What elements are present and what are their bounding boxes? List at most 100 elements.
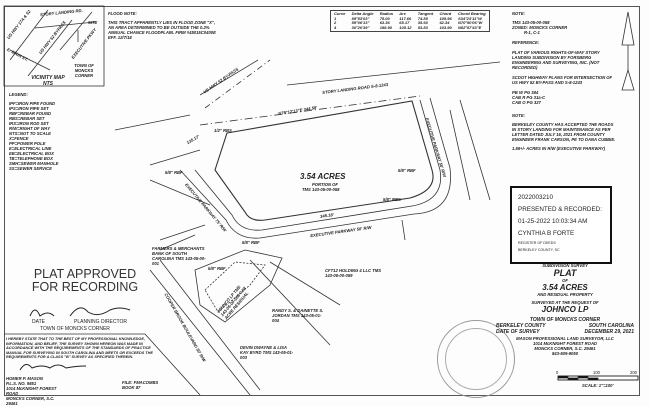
legend-item: IPS=IRON PIPE SET bbox=[9, 106, 49, 111]
recording-number: 2022003210 bbox=[518, 194, 554, 201]
reference-item: SCDOT HIGHWAY PLANS FOR INTERSECTION OF … bbox=[512, 75, 613, 85]
vicinity-title-text: VICINITY MAP bbox=[31, 75, 65, 81]
curve-table-cell: 35.60 bbox=[417, 20, 428, 25]
flood-note: FLOOD NOTE: THIS TRACT APPARENTLY LIES I… bbox=[108, 11, 218, 40]
tract-portion: PORTION OF bbox=[312, 182, 338, 187]
legend-item: IRS=IRON ROD SET bbox=[9, 121, 49, 126]
approval-line1: PLAT APPROVED bbox=[33, 267, 137, 281]
county-state-row: BERKELEY COUNTY SOUTH CAROLINA bbox=[490, 323, 640, 329]
reference-book: CAB O PG 327 bbox=[512, 100, 541, 105]
approval-town: TOWN OF MONCKS CORNER bbox=[40, 326, 110, 332]
firm-address1: 1014 McKNIGHT FOREST ROAD bbox=[533, 341, 597, 346]
plat-approved-stamp: PLAT APPROVED FOR RECORDING bbox=[30, 268, 140, 294]
reference-item: PLAT OF VARIOUS RIGHTS-OF-WAY STORY LAND… bbox=[512, 50, 600, 70]
vicinity-scale-text: NTS bbox=[43, 81, 53, 87]
curve-table-cell: 62.34 bbox=[439, 20, 450, 25]
note-tms: TMS 143-05-00-058 bbox=[512, 20, 550, 25]
certification-text: I HEREBY STATE THAT TO THE BEST OF MY PR… bbox=[6, 337, 153, 360]
owner-label: FARMERS & MERCHANTS BANK OF SOUTH CAROLI… bbox=[152, 246, 206, 266]
approval-line2: FOR RECORDING bbox=[31, 280, 139, 294]
survey-type: SUBDIVISION SURVEY bbox=[542, 263, 588, 268]
surveyor-block: HOMER P. MASON P.L.S. NO. 9851 1014 McKN… bbox=[6, 376, 66, 406]
recording-stamp: 2022003210 PRESENTED & RECORDED: 01-25-2… bbox=[510, 186, 612, 264]
vicinity-map-frame bbox=[3, 5, 105, 87]
marker-label: 5/8" RBS bbox=[383, 197, 401, 202]
scale-tick: 0 bbox=[556, 370, 559, 375]
curve-table-header: Arc bbox=[399, 11, 406, 16]
tract-tms: TMS 143-05-00-058 bbox=[302, 187, 340, 192]
flood-note-text: THIS TRACT APPARENTLY LIES IN FLOOD ZONE… bbox=[108, 20, 216, 40]
client-name: JOHNCO LP bbox=[541, 305, 589, 314]
reference-book: CAB R PG 31a-C bbox=[512, 95, 546, 100]
legend-title: LEGEND: bbox=[9, 92, 28, 97]
title-state: SOUTH CAROLINA bbox=[588, 323, 634, 329]
survey-date: DECEMBER 29, 2021 bbox=[584, 329, 634, 335]
legend-item: TB=TELEPHONE BOX bbox=[9, 156, 53, 161]
file-block: FILE: FMACOMBS BOOK 87 bbox=[122, 380, 158, 390]
scale-tick: 200 bbox=[630, 370, 637, 375]
plat-acres: 3.54 ACRES bbox=[542, 283, 588, 292]
plat-sheet-border bbox=[4, 6, 640, 396]
file-name: FILE: FMACOMBS bbox=[122, 380, 159, 385]
flood-note-title: FLOOD NOTE: bbox=[108, 11, 137, 16]
owner-label: CFT12 HOLDING 4 LLC TMS 143-05-00-059 bbox=[325, 268, 382, 278]
legend-item: RBS=REBAR SET bbox=[9, 116, 45, 121]
curve-table-cell: 198.90 bbox=[379, 24, 392, 30]
plat-title: PLAT bbox=[553, 268, 577, 278]
curve-table-cell: N70°50'06"W bbox=[457, 20, 483, 25]
recording-county: BERKELEY COUNTY, SC bbox=[518, 248, 560, 252]
surveyor-seal-inner bbox=[445, 328, 507, 390]
legend-item: EB=ELECTRICAL BOX bbox=[9, 151, 54, 156]
plat-residual: AND RESIDUAL PROPERTY bbox=[537, 292, 593, 297]
curve-table-cell: 103.90 bbox=[439, 24, 452, 30]
curve-table-cell: 59°06'13" bbox=[351, 20, 370, 25]
curve-table-cell: 65.17 bbox=[399, 20, 410, 25]
owner-label: RANDY S. & DAINETTE S. JORDAN TMS 143-05… bbox=[272, 308, 324, 323]
curve-table-cell: 2 bbox=[334, 20, 337, 25]
scale-tick: 100 bbox=[593, 370, 600, 375]
curve-table-cell: 105.96 bbox=[439, 15, 452, 21]
note-zoning: R-1, C-1 bbox=[524, 30, 540, 35]
legend-item: PP=POWER POLE bbox=[9, 141, 46, 146]
surveyor-address2: MONCKS CORNER, S.C. 29461 bbox=[6, 396, 55, 406]
note-zoned: ZONED: MONCKS CORNER bbox=[512, 25, 568, 30]
marker-label: 5/8" RBF bbox=[398, 168, 416, 173]
curve-table-header: Tangent bbox=[417, 11, 434, 16]
curve-table-cell: 63.36 bbox=[379, 20, 390, 25]
vicinity-map-lines bbox=[9, 9, 96, 77]
note2-title: NOTE: bbox=[512, 113, 526, 118]
vicinity-town-label: TOWN OF MONCKS CORNER bbox=[74, 63, 94, 78]
tract-area: 3.54 ACRES bbox=[300, 172, 346, 181]
recording-register: CYNTHIA B FORTE bbox=[518, 230, 575, 237]
firm-name: MASON PROFESSIONAL LAND SURVEYOR, LLC bbox=[516, 336, 614, 341]
firm-address2: MONCKS CORNER, S.C. 29461 bbox=[534, 346, 596, 351]
curve-table-header: Curve bbox=[334, 11, 346, 16]
legend-item: X=FENCE bbox=[9, 136, 29, 141]
surveyor-address1: 1014 McKNIGHT FOREST ROAD bbox=[6, 386, 57, 396]
marker-label: 5/8" RBF bbox=[165, 170, 183, 175]
legend-item: SMH=SEWER MANHOLE bbox=[9, 161, 59, 166]
legend-item: E=ELECTRICAL LINE bbox=[9, 146, 52, 151]
vicinity-site-label: SITE bbox=[88, 20, 98, 25]
surveyor-name: HOMER P. MASON bbox=[6, 376, 43, 381]
marker-label: 5/8" RBF bbox=[208, 266, 226, 271]
curve-table-cell: 53.83 bbox=[417, 24, 428, 30]
legend-item: IPF=IRON PIPE FOUND bbox=[9, 101, 56, 106]
legend-item: RBF=REBAR FOUND bbox=[9, 111, 51, 116]
note2-acres-rw: 1.59+/- ACRES IN R/W (EXECUTIVE PARKWAY) bbox=[512, 146, 606, 151]
recording-office: REGISTER OF DEEDS bbox=[518, 241, 556, 245]
curve-table-header: Radius bbox=[379, 11, 394, 16]
firm-phone: 843-509-9050 bbox=[551, 351, 579, 356]
note-title: NOTE: bbox=[512, 11, 526, 16]
title-county: BERKELEY COUNTY bbox=[496, 323, 546, 329]
approval-date-label: DATE bbox=[32, 319, 45, 325]
recording-status: PRESENTED & RECORDED: bbox=[518, 206, 602, 213]
title-town: TOWN OF MONCKS CORNER bbox=[529, 317, 601, 323]
curve-table-cell: 117.66 bbox=[399, 15, 412, 21]
curve-table-header: Chord bbox=[439, 11, 452, 16]
